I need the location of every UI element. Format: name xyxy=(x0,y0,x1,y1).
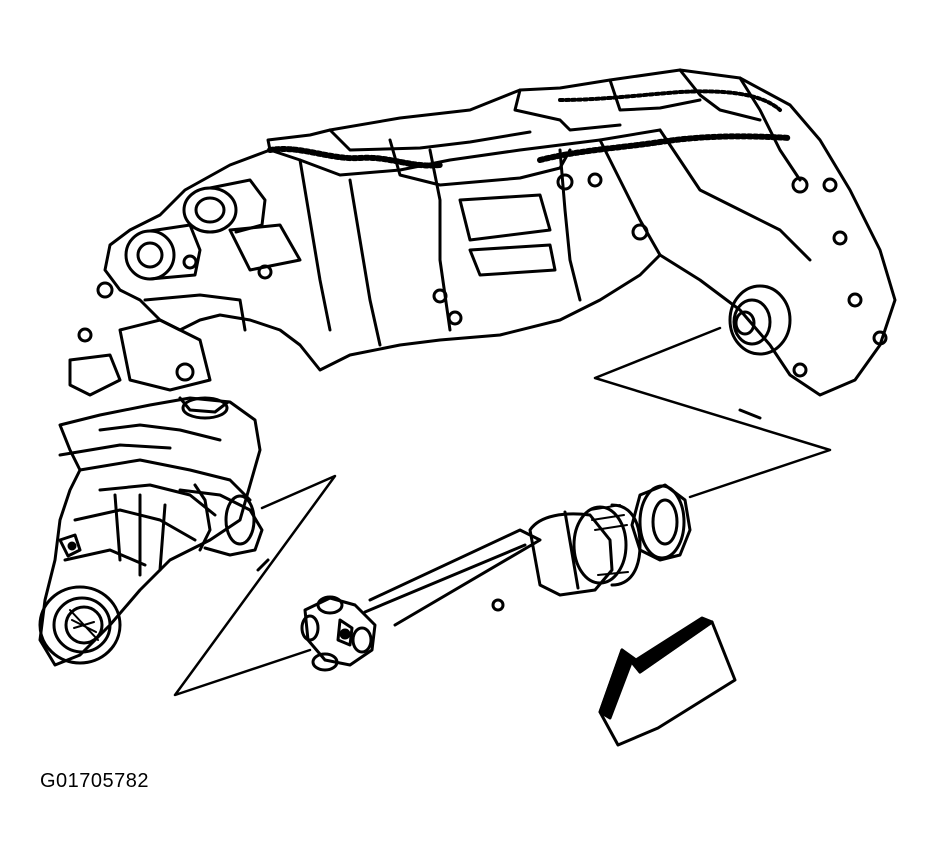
front-direction-arrow xyxy=(598,616,737,747)
front-axle-differential xyxy=(38,396,264,667)
universal-joint xyxy=(300,595,377,672)
front-propeller-shaft xyxy=(363,483,692,627)
alignment-lines xyxy=(173,326,832,697)
figure-id-label: G01705782 xyxy=(40,770,150,792)
transfer-case xyxy=(68,68,897,397)
